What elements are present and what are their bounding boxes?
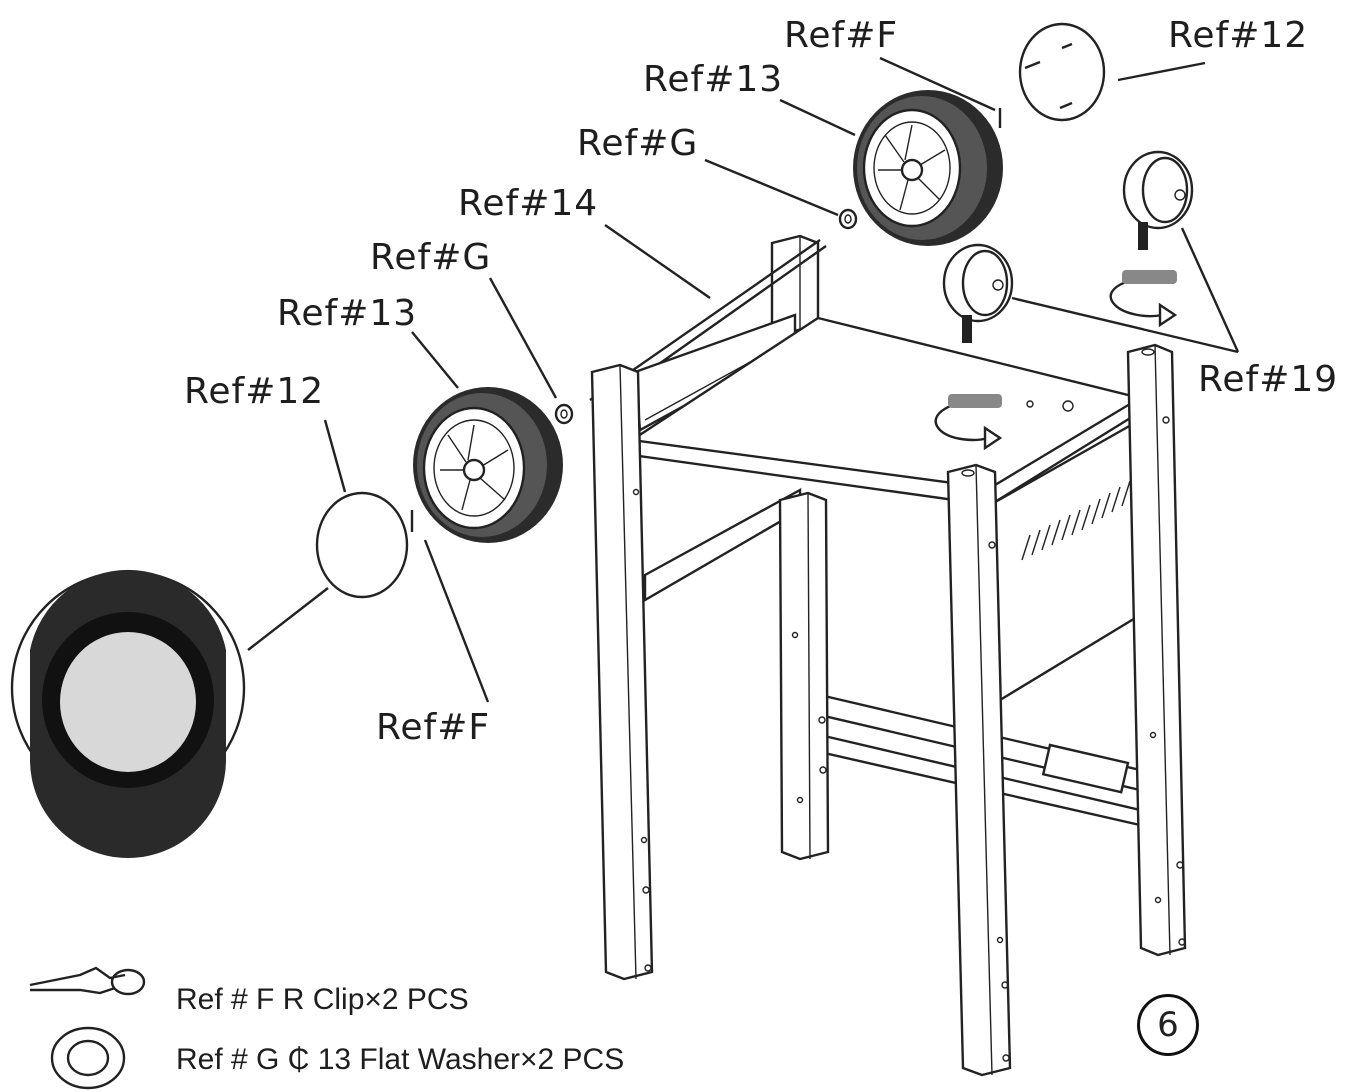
rotate-arrow-tray <box>934 394 1003 451</box>
step-number: 6 <box>1157 1005 1179 1045</box>
detail-zoom <box>10 569 246 858</box>
vent-slots <box>1021 480 1131 561</box>
washer-left <box>554 403 574 425</box>
cart-frame <box>589 234 1187 1077</box>
callout-ref-12-top: Ref#12 <box>1168 15 1309 56</box>
leader-lines <box>247 56 1240 703</box>
callout-ref-14: Ref#14 <box>458 183 599 224</box>
r-clip-icon <box>29 966 146 996</box>
callout-ref-13-top: Ref#13 <box>643 59 784 100</box>
legend-flat-washer: Ref # G ₵ 13 Flat Washer×2 PCS <box>176 1043 625 1076</box>
wheel-top <box>853 90 1003 246</box>
caster-front <box>942 243 1014 343</box>
callout-ref-f-top: Ref#F <box>784 15 899 56</box>
wheel-left <box>413 387 563 543</box>
rotate-arrow-caster <box>1109 270 1178 328</box>
callout-ref-19: Ref#19 <box>1198 359 1339 400</box>
hubcap-left <box>315 491 409 599</box>
caster-back <box>1122 150 1194 250</box>
hubcap-top <box>1018 22 1106 122</box>
step-number-badge: 6 <box>1137 994 1199 1056</box>
washer-top <box>838 208 858 230</box>
callout-ref-f-bottom: Ref#F <box>376 707 491 748</box>
callout-ref-12-left: Ref#12 <box>184 371 325 412</box>
legend-r-clip: Ref # F R Clip×2 PCS <box>176 983 469 1016</box>
callout-ref-g-left: Ref#G <box>370 237 492 278</box>
callout-ref-13-left: Ref#13 <box>277 293 418 334</box>
callout-ref-g-top: Ref#G <box>577 123 699 164</box>
flat-washer-icon <box>50 1026 126 1090</box>
